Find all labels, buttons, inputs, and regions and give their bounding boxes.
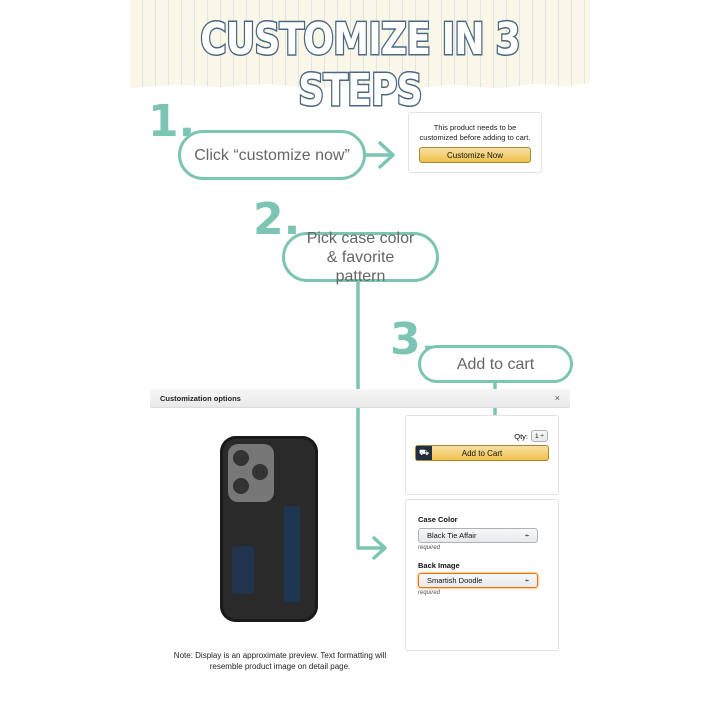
arrow-step1 (363, 141, 395, 169)
step-3-pill: Add to cart (418, 345, 573, 383)
arrow-step2 (356, 280, 387, 560)
case-color-label: Case Color (418, 515, 458, 524)
customize-now-button[interactable]: Customize Now (419, 147, 531, 163)
close-icon[interactable]: × (554, 393, 560, 403)
case-color-value: Black Tie Affair (427, 531, 477, 540)
case-color-select[interactable]: Black Tie Affair ÷ (418, 528, 538, 543)
camera-module (228, 444, 274, 502)
back-image-required: required (418, 590, 441, 596)
phone-case-preview (220, 436, 318, 622)
add-to-cart-label: Add to Cart (461, 448, 503, 458)
preview-note: Note: Display is an approximate preview.… (173, 651, 387, 671)
select-arrow-icon: ÷ (524, 531, 529, 540)
notice-text: This product needs to be customized befo… (419, 123, 531, 142)
customize-notice: This product needs to be customized befo… (408, 112, 542, 173)
qty-label: Qty: (514, 431, 528, 441)
step-2-pill: Pick case color & favorite pattern (282, 230, 439, 285)
select-arrow-icon: ÷ (524, 576, 529, 585)
add-to-cart-button[interactable]: ⛟ Add to Cart (415, 445, 549, 461)
page-title: CUSTOMIZE IN 3 STEPS (199, 13, 522, 118)
dialog-header: Customization options × (150, 389, 570, 408)
add-to-cart-panel: Qty: 1 ÷ ⛟ Add to Cart (405, 415, 559, 495)
card-in-slot (284, 506, 300, 602)
back-image-label: Back Image (418, 561, 460, 570)
cart-icon: ⛟ (416, 446, 432, 460)
card-peek (232, 546, 254, 594)
step-1-pill: Click “customize now” (178, 130, 366, 180)
dialog-title: Customization options (160, 393, 241, 403)
options-panel: Case Color Black Tie Affair ÷ required Ba… (405, 499, 559, 651)
back-image-value: Smartish Doodle (427, 576, 483, 585)
back-image-select[interactable]: Smartish Doodle ÷ (418, 573, 538, 588)
case-color-required: required (418, 545, 441, 551)
qty-select[interactable]: 1 ÷ (531, 430, 548, 442)
title-banner (130, 0, 590, 90)
